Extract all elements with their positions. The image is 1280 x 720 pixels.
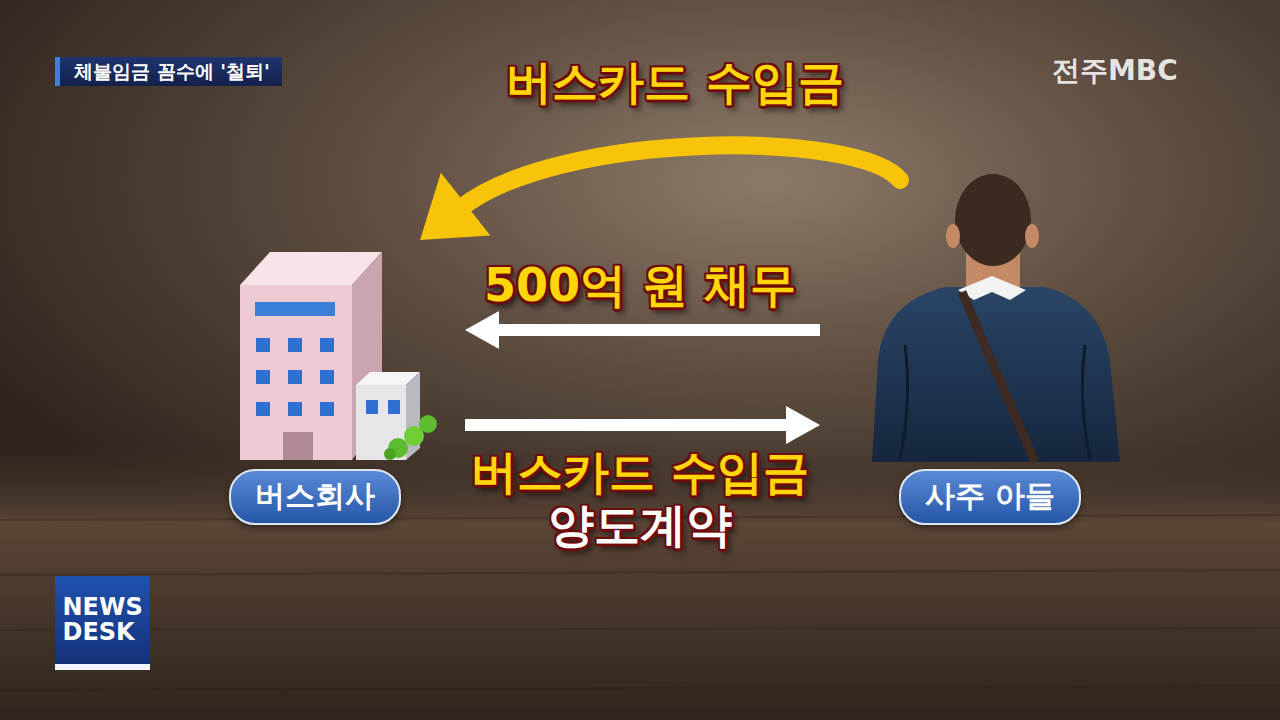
arrow-head [465, 311, 499, 349]
name-pill: 버스회사 [229, 469, 401, 525]
arrow-head [420, 173, 490, 240]
arrow-connector [420, 145, 900, 240]
entity-node: 사주 아들 [820, 180, 1130, 525]
arrow-connector [465, 406, 820, 444]
program-logo-text: NEWS DESK [63, 595, 143, 645]
entity-node: 버스회사 [230, 240, 465, 525]
arrow-connector [465, 311, 820, 349]
building-icon [240, 252, 437, 460]
station-logo: 전주MBC [1052, 52, 1178, 90]
name-pill: 사주 아들 [899, 469, 1081, 525]
headline-bar: 체불임금 꼼수에 '철퇴' [55, 57, 282, 86]
floor [0, 440, 1280, 720]
straight-arrow [465, 419, 790, 431]
curved-arrow [461, 145, 900, 207]
edge-label: 500억 원 채무 [484, 259, 796, 312]
arrow-head [786, 406, 820, 444]
edge-label: 버스카드 수입금 [506, 56, 844, 109]
program-logo: NEWS DESK [55, 576, 150, 670]
headline-text: 체불임금 꼼수에 '철퇴' [74, 59, 270, 85]
edge-label: 버스카드 수입금 양도계약 [440, 446, 840, 552]
man-figure [872, 174, 1120, 462]
straight-arrow [495, 324, 820, 336]
